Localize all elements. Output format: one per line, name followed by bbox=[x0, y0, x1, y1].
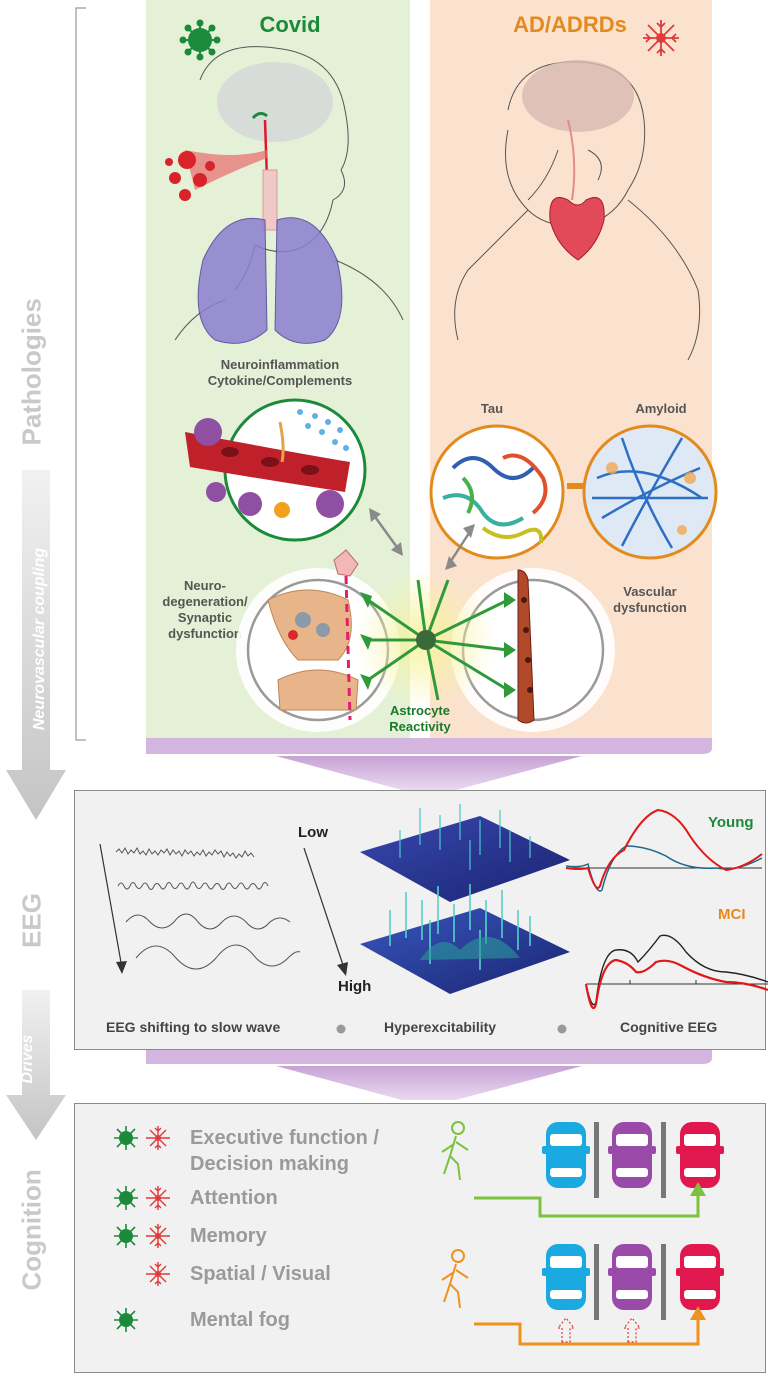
mci-label: MCI bbox=[718, 906, 746, 923]
neuroinflammation-label: Neuroinflammation bbox=[220, 357, 340, 372]
low-high-arrow bbox=[303, 847, 348, 976]
tau-circle bbox=[429, 424, 565, 560]
path-orange bbox=[474, 1318, 700, 1346]
erp-young-plot bbox=[565, 808, 763, 892]
erp-mci-plot bbox=[584, 934, 768, 1010]
neuroinflammation-circle bbox=[185, 398, 367, 542]
vascular-label-2: dysfunction bbox=[613, 600, 687, 615]
virus-particles bbox=[165, 150, 267, 201]
covid-patient-illustration bbox=[165, 46, 404, 344]
coupling-label: Neurovascular coupling bbox=[31, 547, 48, 731]
covid-icon-memory bbox=[113, 1223, 139, 1249]
neurodegeneration-label-1: Neuro- bbox=[184, 578, 226, 593]
parking-divider-1-bottom bbox=[594, 1244, 599, 1320]
covid-icon-fog bbox=[113, 1307, 139, 1333]
excitability-surface-high bbox=[360, 884, 570, 994]
ad-brain bbox=[522, 60, 634, 132]
ad-icon-attention bbox=[145, 1185, 171, 1211]
slow-wave-traces bbox=[99, 843, 301, 974]
eeg-trace-1 bbox=[115, 846, 255, 859]
eeg-trace-2 bbox=[117, 881, 269, 890]
cognition-decision-making: Decision making bbox=[190, 1153, 349, 1175]
parking-task-illustration bbox=[441, 1121, 724, 1346]
drives-arrow bbox=[6, 990, 66, 1140]
funnel-connector-bottom bbox=[146, 1050, 712, 1100]
ad-icon-spatial bbox=[145, 1261, 171, 1287]
young-label: Young bbox=[708, 814, 754, 831]
car-red-bottom bbox=[676, 1244, 724, 1310]
eeg-footer-cognitive: Cognitive EEG bbox=[620, 1019, 718, 1035]
eeg-trace-3 bbox=[125, 913, 291, 930]
path-green bbox=[474, 1194, 700, 1218]
ad-patient-illustration bbox=[454, 60, 701, 361]
eeg-footer-hyperexcitability: Hyperexcitability bbox=[384, 1019, 497, 1035]
cognition-attention: Attention bbox=[190, 1187, 278, 1209]
amyloid-label: Amyloid bbox=[635, 401, 687, 416]
cognition-mental-fog: Mental fog bbox=[190, 1309, 290, 1331]
covid-brain bbox=[217, 62, 333, 142]
coupling-arrow bbox=[6, 470, 66, 820]
car-blue-bottom bbox=[542, 1244, 590, 1310]
astrocyte-label-1: Astrocyte bbox=[390, 703, 450, 718]
ad-neuron-icon bbox=[643, 20, 679, 56]
ad-title: AD/ADRDs bbox=[513, 12, 627, 37]
car-purple-top bbox=[608, 1122, 656, 1188]
footer-bullet-1 bbox=[336, 1024, 346, 1034]
sidebar-bracket bbox=[75, 7, 86, 741]
cognition-spatial-visual: Spatial / Visual bbox=[190, 1263, 331, 1285]
car-purple-bottom bbox=[608, 1244, 656, 1310]
parking-divider-1-top bbox=[594, 1122, 599, 1198]
cognition-label: Cognition bbox=[16, 1169, 47, 1291]
covid-lungs bbox=[197, 217, 268, 344]
excitability-surface-low bbox=[360, 804, 570, 902]
cytokine-label: Cytokine/Complements bbox=[207, 373, 353, 388]
tau-label: Tau bbox=[480, 401, 504, 416]
low-label: Low bbox=[298, 824, 328, 841]
high-label: High bbox=[338, 978, 372, 995]
neurodegeneration-label-4: dysfunction bbox=[168, 626, 242, 641]
astrocyte-label-2: Reactivity bbox=[389, 719, 451, 734]
double-arrow-left bbox=[369, 508, 403, 556]
cognition-memory: Memory bbox=[190, 1225, 267, 1247]
cognition-executive-function: Executive function / bbox=[190, 1127, 379, 1149]
tau-amyloid-connector bbox=[567, 483, 587, 489]
car-red-top bbox=[676, 1122, 724, 1188]
amyloid-circle bbox=[582, 424, 718, 560]
covid-icon-exec bbox=[113, 1125, 139, 1151]
ad-icon-exec bbox=[145, 1125, 171, 1151]
neurovascular-unit bbox=[236, 549, 615, 732]
ad-heart bbox=[549, 197, 605, 261]
funnel-connector-top bbox=[146, 738, 712, 790]
cognition-icons bbox=[113, 1125, 171, 1333]
parking-divider-2-top bbox=[661, 1122, 666, 1198]
hesitation-arrows bbox=[556, 1317, 642, 1343]
eeg-label: EEG bbox=[16, 893, 47, 948]
walker-orange-icon bbox=[441, 1249, 469, 1309]
walker-green-icon bbox=[441, 1121, 469, 1181]
covid-virus-icon bbox=[179, 19, 221, 61]
covid-icon-attention bbox=[113, 1185, 139, 1211]
parking-divider-2-bottom bbox=[661, 1244, 666, 1320]
vascular-label-1: Vascular bbox=[623, 584, 677, 599]
footer-bullet-2 bbox=[557, 1024, 567, 1034]
covid-title: Covid bbox=[259, 12, 321, 37]
double-arrow-right bbox=[445, 524, 475, 570]
ad-icon-memory bbox=[145, 1223, 171, 1249]
car-blue-top bbox=[542, 1122, 590, 1188]
drives-label: Drives bbox=[19, 1034, 36, 1084]
pathologies-label: Pathologies bbox=[16, 298, 47, 446]
eeg-trace-4 bbox=[135, 944, 301, 970]
neurodegeneration-label-3: Synaptic bbox=[177, 610, 233, 625]
neurodegeneration-label-2: degeneration/ bbox=[162, 594, 248, 609]
eeg-footer-slow-wave: EEG shifting to slow wave bbox=[106, 1019, 281, 1035]
